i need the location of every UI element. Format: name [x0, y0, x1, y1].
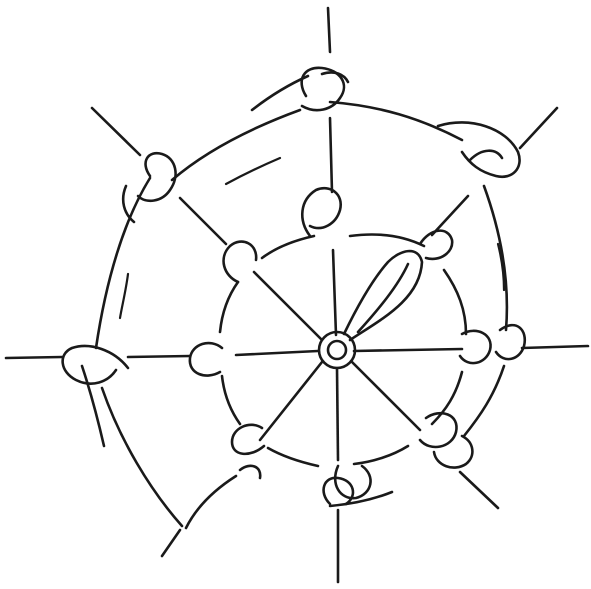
outer-knot-northeast — [438, 122, 520, 176]
outer-knot-northwest — [138, 153, 176, 201]
spoke-west-inner — [236, 351, 318, 355]
outer-knot-northeast-tail — [470, 151, 502, 160]
outer-knot-west — [63, 346, 128, 384]
outer-arc-left-lower — [102, 388, 182, 526]
outer-knots — [63, 68, 525, 504]
inner-knot-north — [302, 188, 340, 236]
leaf-loop — [344, 251, 422, 340]
outer-arc-inner-stroke-1 — [226, 158, 280, 184]
outer-arc-inner-stroke-2 — [120, 274, 128, 318]
spoke-west — [6, 357, 62, 358]
inner-arc-8 — [262, 236, 314, 258]
outer-ring — [96, 76, 507, 528]
inner-arc-4 — [354, 446, 408, 464]
inner-knot-northwest — [224, 242, 257, 282]
spoke-west-mid — [128, 356, 190, 357]
spoke-southeast-inner — [352, 362, 420, 430]
spoke-northeast-inner — [432, 196, 468, 235]
hub-outer-ring — [319, 332, 355, 368]
outer-knot-east — [496, 325, 525, 359]
inner-knot-west — [190, 343, 222, 375]
outer-knot-southeast — [434, 436, 472, 468]
leaf-outer — [344, 251, 422, 340]
outer-knot-west-tail — [82, 366, 104, 446]
inner-arc-6 — [222, 376, 240, 424]
spokes — [6, 8, 588, 582]
spoke-northwest-mid — [180, 198, 226, 244]
outer-arc-upper-left — [172, 110, 300, 180]
spoke-northeast — [520, 108, 557, 148]
outer-knot-northwest-tail — [123, 186, 134, 222]
spoke-southwest — [162, 530, 180, 556]
spoke-north-inner — [330, 118, 332, 192]
spoke-north — [328, 8, 330, 52]
outer-arc-lower-left — [186, 476, 236, 528]
spoke-southeast — [460, 472, 498, 508]
spoke-south-inner — [337, 368, 338, 460]
outer-knot-south-tail — [240, 466, 260, 478]
outer-knot-north-tail — [322, 72, 348, 82]
outer-arc-top-left — [252, 76, 308, 110]
inner-arc-1 — [350, 234, 424, 246]
inner-arc-5 — [268, 448, 318, 466]
outer-arc-lower-right — [464, 366, 504, 436]
inner-knot-east — [460, 331, 491, 363]
outer-arc-top-right — [330, 102, 462, 140]
spoke-north-core — [333, 250, 336, 335]
spoke-east — [522, 346, 588, 348]
inner-knots — [190, 188, 491, 498]
spoke-southwest-inner — [260, 362, 322, 440]
spoke-northwest-inner — [254, 272, 322, 340]
spoke-east-inner — [354, 349, 462, 351]
hub-inner-ring — [328, 341, 346, 359]
spoke-northwest — [92, 108, 140, 155]
leaf-inner — [358, 264, 408, 332]
inner-knot-northeast — [420, 231, 452, 259]
inner-arc-2 — [444, 270, 466, 334]
center-hub — [319, 332, 355, 368]
inner-arc-3 — [432, 372, 462, 424]
inner-arc-7 — [220, 282, 238, 332]
outer-arc-bottom — [330, 492, 392, 506]
outer-arc-right — [484, 186, 507, 330]
